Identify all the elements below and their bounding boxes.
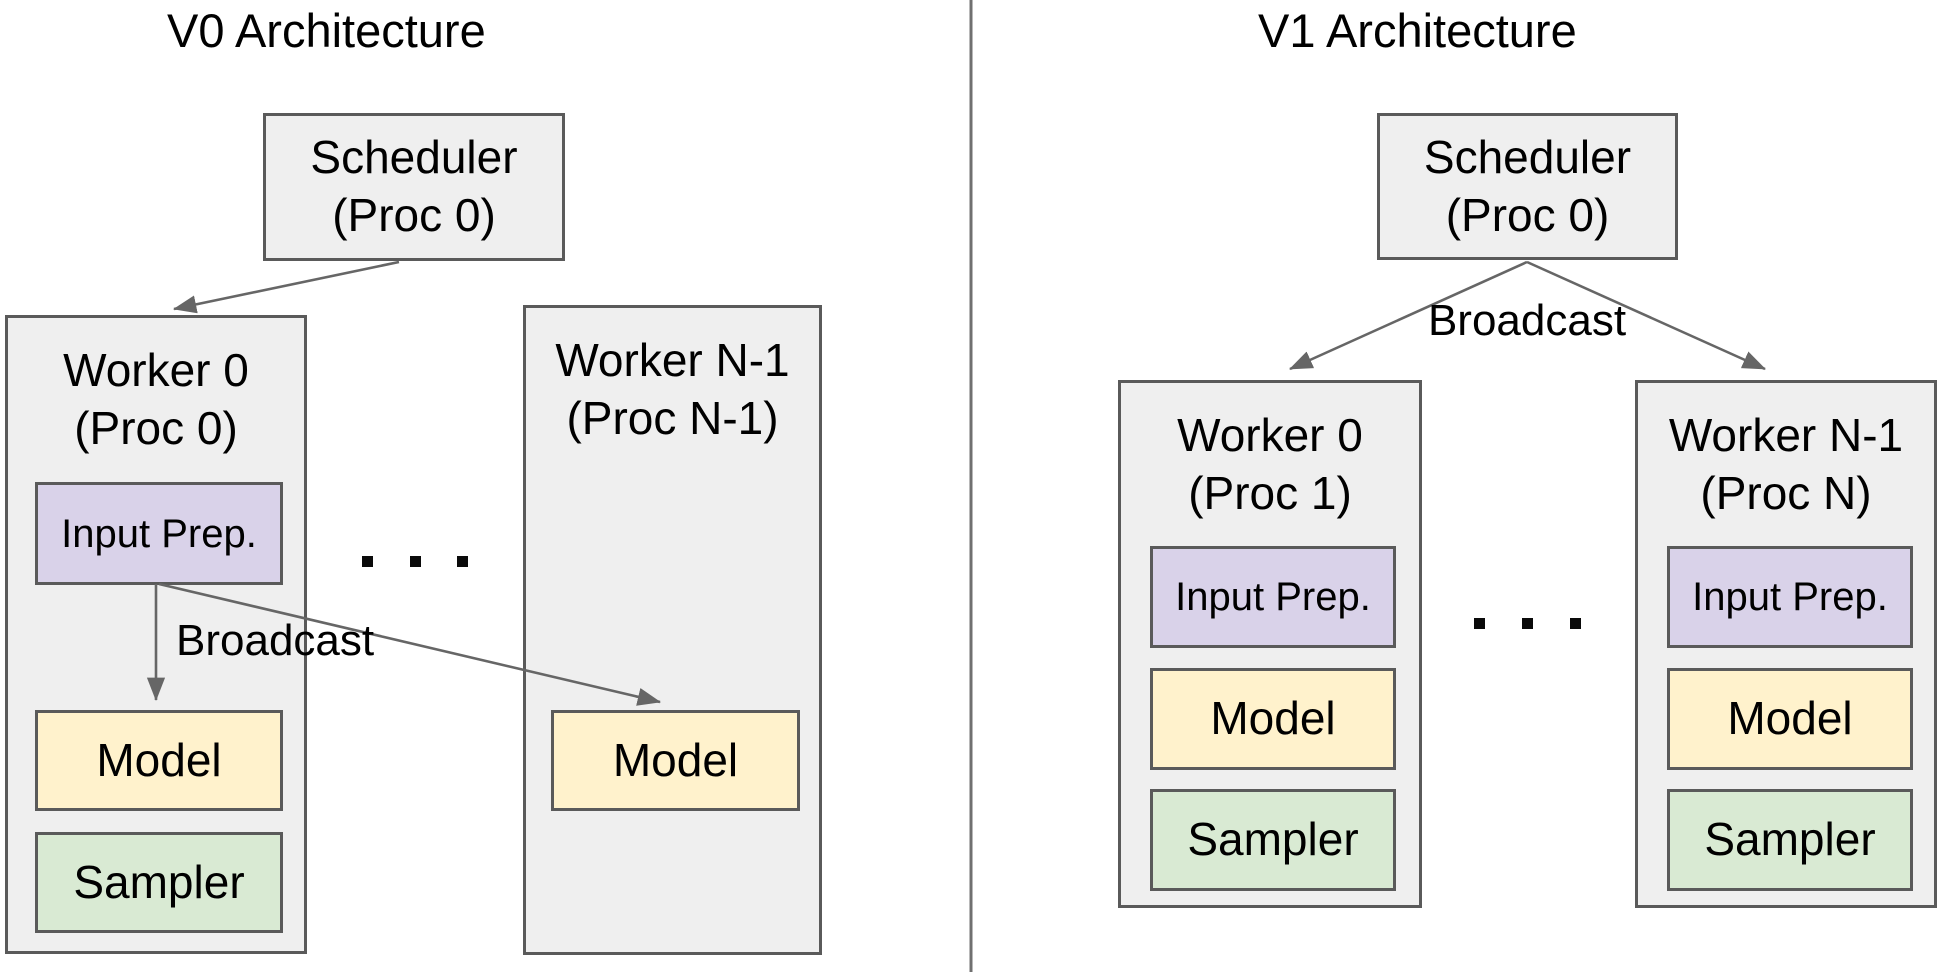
v0-worker0-title-line1: Worker 0 (63, 344, 249, 396)
v1-workerN-title-line2: (Proc N) (1700, 466, 1872, 519)
v0-worker0-sampler-label: Sampler (73, 855, 245, 908)
v1-worker0-title-line1: Worker 0 (1177, 409, 1363, 461)
v0-broadcast-label: Broadcast (176, 616, 375, 665)
v1-scheduler-label-line1: Scheduler (1423, 130, 1632, 183)
v1-worker0-sampler-label: Sampler (1187, 813, 1359, 866)
v1-scheduler-label-line2: (Proc 0) (1445, 188, 1610, 241)
v1-ellipsis-dot (1474, 618, 1485, 629)
v0-workerN-title-line2: (Proc N-1) (566, 391, 779, 444)
v1-worker0-title: Worker 0 (Proc 1) (1121, 407, 1419, 523)
v0-scheduler-box: Scheduler (Proc 0) (263, 113, 565, 261)
v1-diagram-title: V1 Architecture (1258, 4, 1577, 57)
v1-worker0-model-box: Model (1150, 668, 1396, 770)
v1-workerN-title-line1: Worker N-1 (1668, 409, 1904, 461)
v0-worker0-sampler-box: Sampler (35, 832, 283, 933)
v0-arrow-scheduler-to-worker0 (172, 260, 400, 314)
v1-worker0-sampler-box: Sampler (1150, 789, 1396, 891)
v1-workerN-input-prep-label: Input Prep. (1692, 575, 1888, 619)
v1-worker0-input-prep-label: Input Prep. (1175, 575, 1371, 619)
v1-worker0-model-label: Model (1210, 692, 1336, 745)
v0-scheduler-label-line2: (Proc 0) (332, 189, 496, 241)
v1-workerN-box: Worker N-1 (Proc N) Input Prep. Model Sa… (1635, 380, 1937, 908)
v0-worker0-model-label: Model (96, 733, 222, 786)
v0-worker0-input-prep-label: Input Prep. (61, 511, 257, 556)
v1-workerN-input-prep-box: Input Prep. (1667, 546, 1913, 648)
v1-workerN-model-label: Model (1727, 692, 1853, 745)
v0-scheduler-label-line1: Scheduler (310, 131, 518, 184)
v0-ellipsis-dot (457, 556, 468, 567)
v0-ellipsis-dot (410, 556, 421, 567)
v1-workerN-sampler-box: Sampler (1667, 789, 1913, 891)
v1-workerN-model-box: Model (1667, 668, 1913, 770)
v1-ellipsis-dot (1570, 618, 1581, 629)
v1-broadcast-label: Broadcast (1427, 296, 1627, 345)
v1-workerN-sampler-label: Sampler (1704, 813, 1876, 866)
v0-worker0-model-box: Model (35, 710, 283, 811)
v0-worker0-title-line2: (Proc 0) (74, 401, 238, 454)
v0-worker0-input-prep-box: Input Prep. (35, 482, 283, 585)
v0-workerN-model-box: Model (551, 710, 800, 811)
v1-scheduler-box: Scheduler (Proc 0) (1377, 113, 1678, 260)
v0-ellipsis-dot (362, 556, 373, 567)
v0-diagram-title: V0 Architecture (167, 4, 486, 57)
v1-worker0-title-line2: (Proc 1) (1188, 466, 1352, 519)
v1-workerN-title: Worker N-1 (Proc N) (1638, 407, 1934, 523)
v0-workerN-title-line1: Worker N-1 (555, 334, 790, 386)
v0-workerN-model-label: Model (612, 733, 739, 786)
v0-workerN-title: Worker N-1 (Proc N-1) (526, 332, 819, 448)
v0-worker0-title: Worker 0 (Proc 0) (8, 342, 304, 458)
v1-worker0-input-prep-box: Input Prep. (1150, 546, 1396, 648)
v1-worker0-box: Worker 0 (Proc 1) Input Prep. Model Samp… (1118, 380, 1422, 908)
v0-workerN-box: Worker N-1 (Proc N-1) Model (523, 305, 822, 955)
v1-ellipsis-dot (1522, 618, 1533, 629)
